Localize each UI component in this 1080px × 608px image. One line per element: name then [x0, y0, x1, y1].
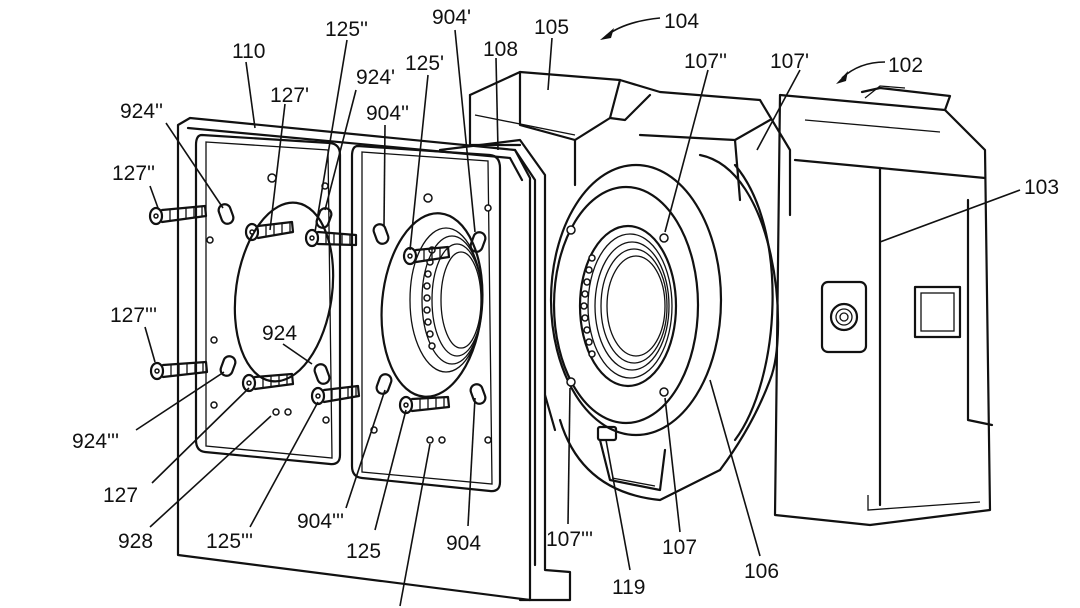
label-924: 924 — [262, 322, 297, 345]
label-928: 928 — [118, 530, 153, 553]
mounting-bracket — [176, 116, 572, 602]
label-125a: 125' — [405, 52, 444, 75]
label-924a: 924' — [356, 66, 395, 89]
label-108: 108 — [483, 38, 518, 61]
label-125b: 125'' — [325, 18, 368, 41]
reference-numerals: 110 127' 924'' 127'' 127''' 924 924''' 1… — [72, 6, 1059, 599]
label-125: 125 — [346, 540, 381, 563]
label-106: 106 — [744, 560, 779, 583]
label-924b: 924'' — [120, 100, 163, 123]
label-924c: 924''' — [72, 430, 119, 453]
label-105: 105 — [534, 16, 569, 39]
label-127b: 127'' — [112, 162, 155, 185]
screws — [148, 204, 451, 415]
label-103: 103 — [1024, 176, 1059, 199]
camera-body — [773, 85, 994, 527]
bracket-contact-pins — [423, 246, 436, 350]
label-127c: 127''' — [110, 304, 157, 327]
label-104: 104 — [664, 10, 699, 33]
label-107: 107 — [662, 536, 697, 559]
label-107a: 107' — [770, 50, 809, 73]
label-127: 127 — [103, 484, 138, 507]
leader-lines — [135, 29, 1021, 607]
label-904c: 904''' — [297, 510, 344, 533]
label-904a: 904' — [432, 6, 471, 29]
label-125c: 125''' — [206, 530, 253, 553]
label-107c: 107''' — [546, 528, 593, 551]
label-127a: 127' — [270, 84, 309, 107]
reference-arrows — [600, 17, 886, 84]
lens-mount-adapter — [543, 153, 780, 502]
label-904b: 904'' — [366, 102, 409, 125]
label-102: 102 — [888, 54, 923, 77]
label-107b: 107'' — [684, 50, 727, 73]
label-119: 119 — [612, 576, 645, 599]
sensor-housing — [468, 70, 792, 217]
label-110: 110 — [232, 40, 265, 63]
contact-pins — [580, 254, 596, 358]
label-904: 904 — [446, 532, 481, 555]
